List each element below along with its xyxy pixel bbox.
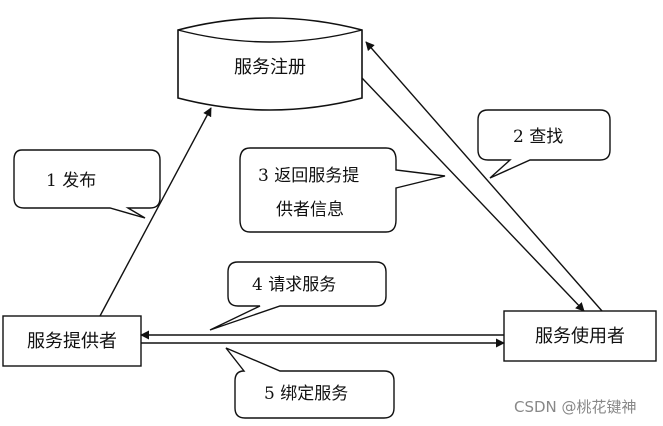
publish-arrow [99, 107, 212, 317]
return-info-label-line1: 3 返回服务提 [258, 166, 359, 186]
publish-callout: 1 发布 [13, 149, 161, 219]
watermark: CSDN @桃花键神 [514, 398, 637, 416]
registry-node: 服务注册 [177, 17, 363, 111]
find-arrow [365, 41, 603, 312]
publish-label: 1 发布 [46, 171, 96, 191]
find-callout: 2 查找 [477, 109, 611, 179]
provider-label: 服务提供者 [27, 331, 117, 352]
find-label: 2 查找 [513, 127, 563, 147]
return-info-arrow [361, 77, 585, 312]
bind-label: 5 绑定服务 [264, 384, 348, 404]
return-info-callout: 3 返回服务提 供者信息 [239, 147, 446, 233]
return-info-label-line2: 供者信息 [276, 200, 344, 220]
request-callout: 4 请求服务 [209, 261, 387, 331]
consumer-label: 服务使用者 [535, 326, 625, 347]
bind-callout: 5 绑定服务 [225, 347, 395, 419]
provider-node: 服务提供者 [2, 315, 142, 367]
registry-label: 服务注册 [234, 57, 306, 78]
request-label: 4 请求服务 [252, 275, 336, 295]
consumer-node: 服务使用者 [503, 310, 657, 362]
